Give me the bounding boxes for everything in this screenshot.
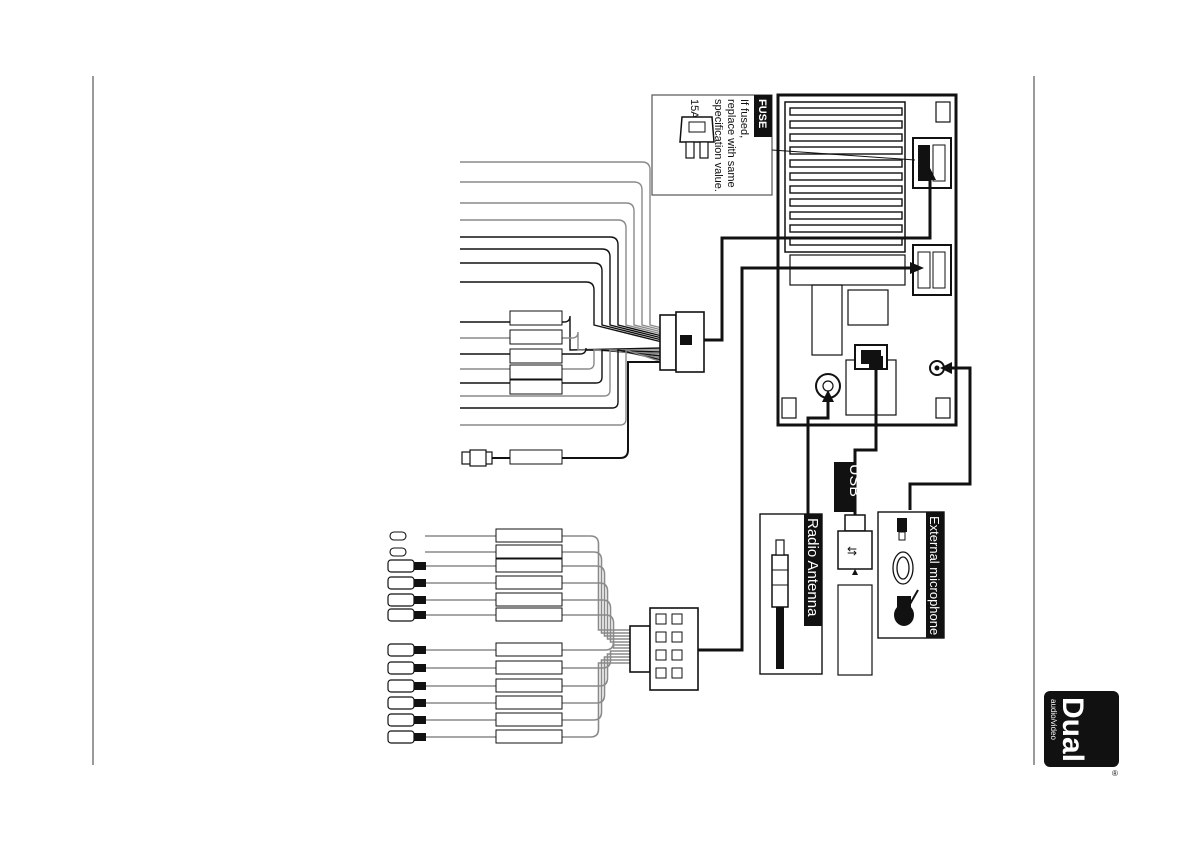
head-unit-rear bbox=[778, 95, 956, 425]
rca-plug bbox=[388, 644, 414, 656]
fuse-line-2: replace with same bbox=[725, 99, 737, 188]
heat-sink-fin bbox=[790, 147, 902, 154]
rca-plug-collar bbox=[414, 611, 426, 619]
dual-logo: Dual audio/video ® bbox=[1044, 691, 1119, 778]
rca-label-box bbox=[496, 529, 562, 542]
rca-label-box bbox=[496, 679, 562, 692]
fuse-line-1: If fused, bbox=[738, 99, 750, 138]
usb-label: USB bbox=[846, 464, 863, 497]
rca-plug bbox=[388, 560, 414, 572]
rca-plug bbox=[388, 609, 414, 621]
power-harness-plug bbox=[660, 315, 676, 370]
rca-label-box bbox=[496, 608, 562, 621]
rca-plug-collar bbox=[414, 596, 426, 604]
rca-harness-plug bbox=[630, 626, 650, 672]
rca-plug-collar bbox=[414, 646, 426, 654]
radio-antenna-panel: Radio Antenna bbox=[760, 514, 822, 674]
usb-icon: ⇆ bbox=[847, 544, 857, 558]
rca-plug-collar bbox=[414, 733, 426, 741]
rca-harness bbox=[388, 529, 698, 743]
heat-sink-fin bbox=[790, 186, 902, 193]
rca-label-box bbox=[496, 730, 562, 743]
fuse-rating: 15A bbox=[688, 99, 700, 119]
logo-registered-mark: ® bbox=[1112, 769, 1118, 778]
external-microphone-label: External microphone bbox=[927, 516, 942, 635]
rca-plug-collar bbox=[414, 699, 426, 707]
heat-sink-fin bbox=[790, 108, 902, 115]
rca-plug-collar bbox=[414, 682, 426, 690]
rca-plug-collar bbox=[414, 579, 426, 587]
heat-sink-fin bbox=[790, 199, 902, 206]
logo-sub: audio/video bbox=[1049, 699, 1058, 740]
rca-label-box bbox=[496, 643, 562, 656]
rca-label-box bbox=[496, 559, 562, 572]
rca-plug-collar bbox=[414, 664, 426, 672]
rca-plug-collar bbox=[414, 562, 426, 570]
heat-sink-fin bbox=[790, 212, 902, 219]
rca-plug bbox=[388, 731, 414, 743]
heat-sink-fin bbox=[790, 225, 902, 232]
rca-plug bbox=[388, 680, 414, 692]
antenna-cable bbox=[808, 400, 828, 515]
power-wire bbox=[460, 162, 662, 328]
usb-plug: ⇆ bbox=[838, 515, 872, 675]
rca-label-box bbox=[496, 593, 562, 606]
bare-wire-end bbox=[390, 548, 406, 556]
rca-plug bbox=[388, 697, 414, 709]
rca-label-box bbox=[496, 713, 562, 726]
rca-label-box bbox=[496, 696, 562, 709]
rca-label-box bbox=[496, 661, 562, 674]
heat-sink-fin bbox=[790, 173, 902, 180]
rca-plug bbox=[388, 594, 414, 606]
bare-wire-end bbox=[390, 532, 406, 540]
rca-plug bbox=[388, 714, 414, 726]
rca-plug bbox=[388, 577, 414, 589]
logo-brand: Dual bbox=[1056, 697, 1089, 762]
rca-label-box bbox=[496, 545, 562, 558]
heat-sink-fin bbox=[790, 134, 902, 141]
power-harness bbox=[460, 162, 704, 466]
rca-label-box bbox=[496, 576, 562, 589]
external-microphone-panel: External microphone bbox=[878, 512, 944, 638]
heat-sink-fin bbox=[790, 160, 902, 167]
rca-plug bbox=[388, 662, 414, 674]
heat-sink-fin bbox=[790, 121, 902, 128]
fuse-heading: FUSE bbox=[756, 99, 768, 128]
rca-plug-collar bbox=[414, 716, 426, 724]
radio-antenna-label: Radio Antenna bbox=[804, 518, 821, 617]
fuse-line-3: specification value. bbox=[712, 99, 724, 192]
